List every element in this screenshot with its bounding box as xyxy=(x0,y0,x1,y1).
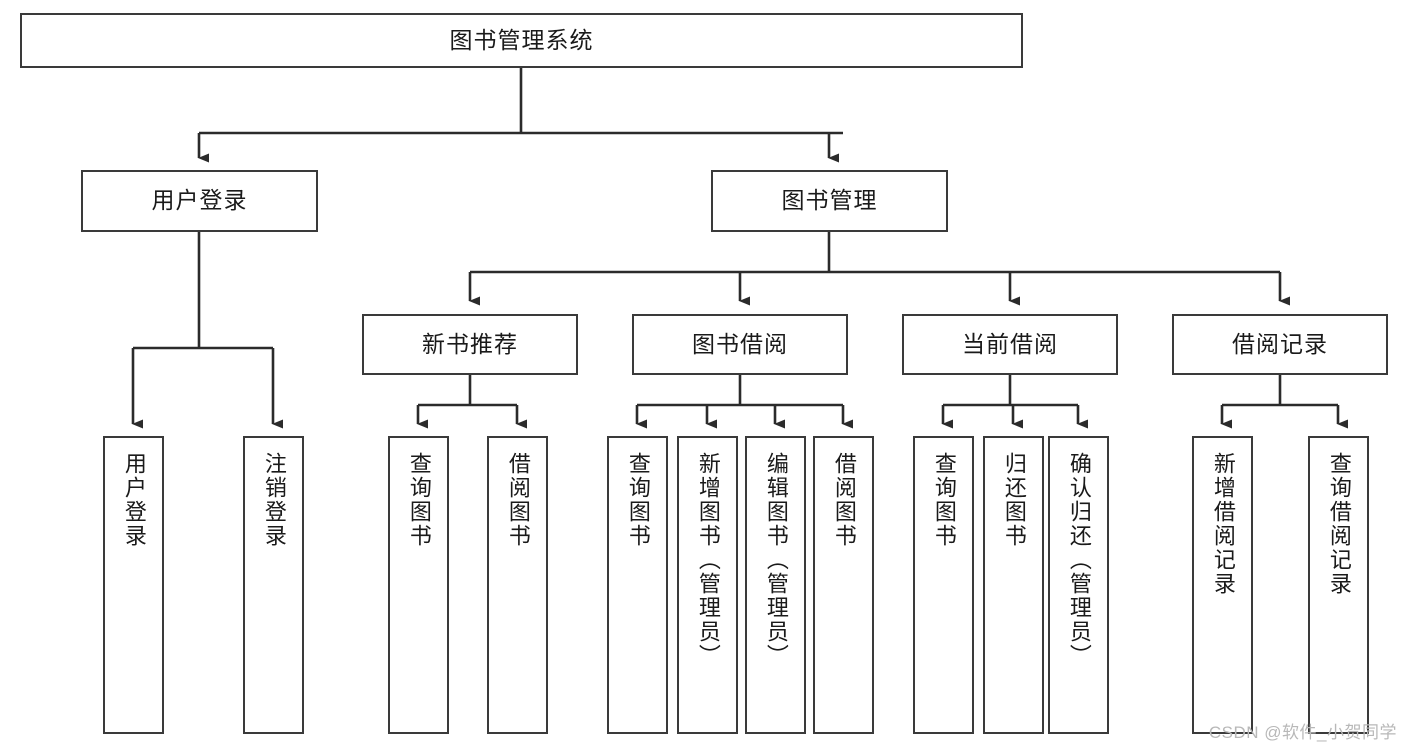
csdn-watermark: CSDN @软件_小贺同学 xyxy=(1208,723,1397,742)
leaf-return-book[interactable]: 归还图书 xyxy=(983,436,1044,734)
leaf-borrow-book-recommend[interactable]: 借阅图书 xyxy=(487,436,548,734)
node-current-borrow[interactable]: 当前借阅 xyxy=(902,314,1118,375)
leaf-query-book-current[interactable]: 查询图书 xyxy=(913,436,974,734)
leaf-edit-book-admin[interactable]: 编辑图书（管理员） xyxy=(745,436,806,734)
node-current-borrow-label: 当前借阅 xyxy=(962,330,1058,357)
leaf-borrow-book[interactable]: 借阅图书 xyxy=(813,436,874,734)
leaf-query-book-borrow-label: 查询图书 xyxy=(625,452,651,548)
node-root-label: 图书管理系统 xyxy=(449,26,594,53)
leaf-query-borrow-record-label: 查询借阅记录 xyxy=(1326,452,1352,596)
leaf-add-borrow-record-label: 新增借阅记录 xyxy=(1210,452,1236,596)
leaf-borrow-book-recommend-label: 借阅图书 xyxy=(505,452,531,548)
leaf-logout-label: 注销登录 xyxy=(261,452,287,548)
leaf-add-borrow-record[interactable]: 新增借阅记录 xyxy=(1192,436,1253,734)
node-borrow-record-label: 借阅记录 xyxy=(1232,330,1328,357)
node-user-login-label: 用户登录 xyxy=(151,187,248,214)
leaf-confirm-return-admin-label: 确认归还（管理员） xyxy=(1066,452,1092,668)
node-root[interactable]: 图书管理系统 xyxy=(20,13,1023,68)
leaf-user-login[interactable]: 用户登录 xyxy=(103,436,164,734)
node-borrow-record[interactable]: 借阅记录 xyxy=(1172,314,1388,375)
node-new-book-recommend[interactable]: 新书推荐 xyxy=(362,314,578,375)
node-book-borrow[interactable]: 图书借阅 xyxy=(632,314,848,375)
leaf-logout[interactable]: 注销登录 xyxy=(243,436,304,734)
node-book-management-label: 图书管理 xyxy=(781,187,878,214)
leaf-query-book-current-label: 查询图书 xyxy=(931,452,957,548)
leaf-add-book-admin[interactable]: 新增图书（管理员） xyxy=(677,436,738,734)
leaf-query-book-borrow[interactable]: 查询图书 xyxy=(607,436,668,734)
leaf-borrow-book-label: 借阅图书 xyxy=(831,452,857,548)
leaf-return-book-label: 归还图书 xyxy=(1001,452,1027,548)
leaf-query-borrow-record[interactable]: 查询借阅记录 xyxy=(1308,436,1369,734)
leaf-add-book-admin-label: 新增图书（管理员） xyxy=(695,452,721,668)
node-user-login[interactable]: 用户登录 xyxy=(81,170,318,232)
node-book-borrow-label: 图书借阅 xyxy=(692,330,788,357)
leaf-query-book-recommend-label: 查询图书 xyxy=(406,452,432,548)
leaf-confirm-return-admin[interactable]: 确认归还（管理员） xyxy=(1048,436,1109,734)
leaf-query-book-recommend[interactable]: 查询图书 xyxy=(388,436,449,734)
node-book-management[interactable]: 图书管理 xyxy=(711,170,948,232)
leaf-user-login-label: 用户登录 xyxy=(121,452,147,548)
node-new-book-recommend-label: 新书推荐 xyxy=(422,330,518,357)
leaf-edit-book-admin-label: 编辑图书（管理员） xyxy=(763,452,789,668)
